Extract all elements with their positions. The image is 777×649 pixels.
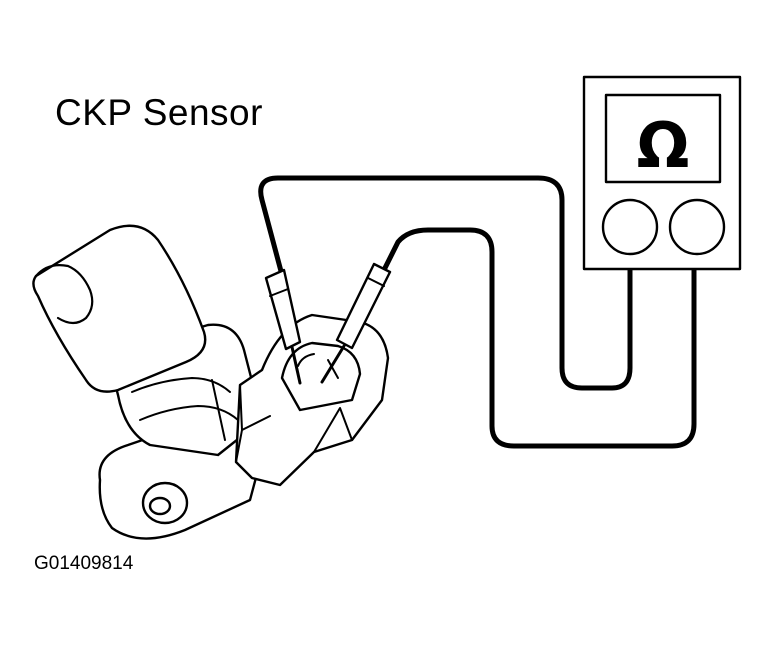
ckp-sensor: [32, 224, 264, 540]
ohmmeter-display: [604, 93, 722, 184]
figure-id: G01409814: [34, 553, 134, 574]
probe-left: [264, 268, 302, 385]
ohmmeter-terminal-right: [668, 198, 726, 256]
probe-right: [320, 262, 392, 384]
test-lead-right: [381, 227, 697, 449]
ohm-symbol: Ω: [637, 109, 690, 182]
test-lead-left: [258, 175, 633, 391]
test-leads: [258, 175, 697, 449]
ohmmeter: Ω: [582, 75, 742, 271]
sensor-pickup-cylinder: [32, 224, 207, 393]
diagram-title: CKP Sensor: [55, 92, 263, 133]
test-probes: [264, 262, 392, 385]
mounting-hole-inner: [148, 496, 172, 516]
ohmmeter-terminal-left: [601, 198, 659, 256]
sensor-connector: [234, 313, 390, 487]
